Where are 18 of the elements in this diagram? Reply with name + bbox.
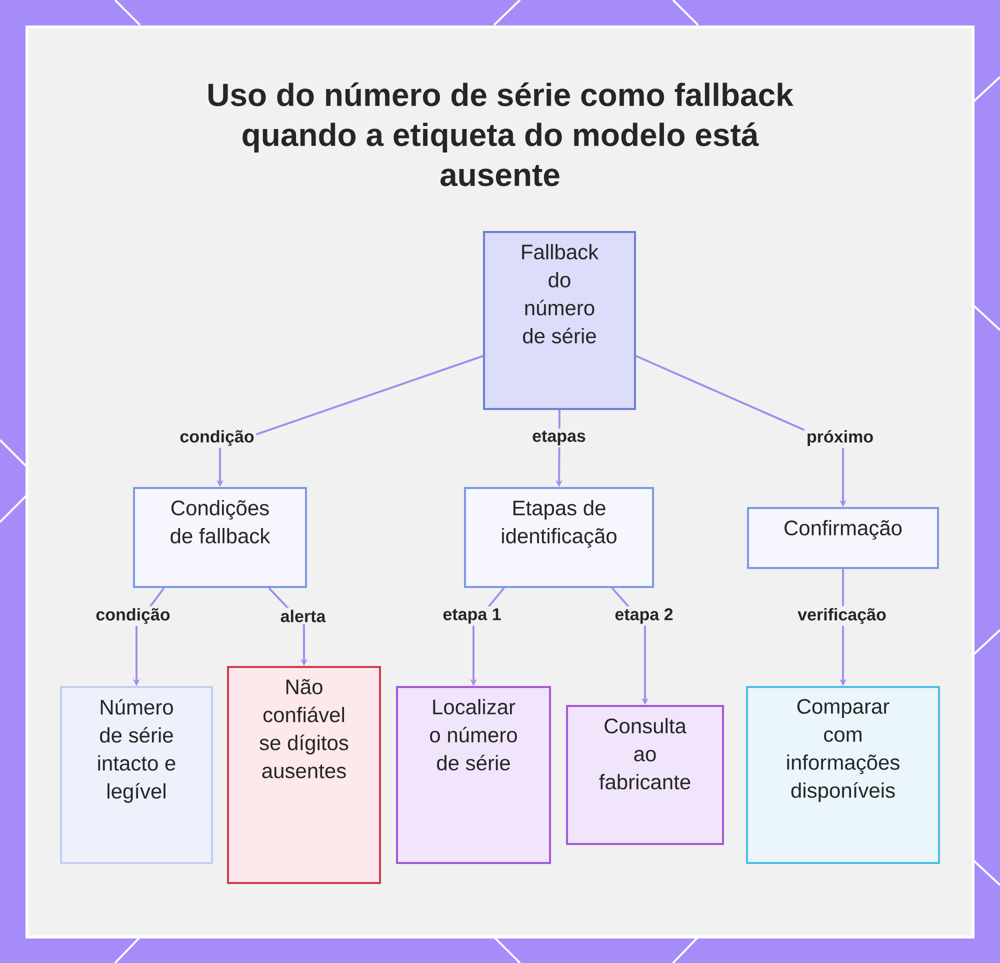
process-box: Etapas de identificação (464, 487, 654, 588)
process-box: Condições de fallback (133, 487, 307, 588)
edge-label: próximo (804, 428, 876, 448)
edge-label: etapa 1 (440, 606, 504, 626)
edge-label: alerta (278, 608, 328, 624)
process-box: Não confiável se dígitos ausentes (227, 666, 381, 884)
process-box: Consulta ao fabricante (566, 705, 724, 845)
edge-label: verificação (796, 606, 888, 626)
process-box: Confirmação (747, 507, 940, 569)
edge-label: condição (94, 606, 172, 626)
process-box: Comparar com informações disponíveis (746, 686, 940, 864)
title: Uso do número de série como fallback quando a etiqueta do modelo está ausente (208, 82, 794, 186)
edge-label: condição (178, 428, 256, 448)
process-box: Fallback do número de série (483, 231, 636, 410)
edge-label: etapas (530, 428, 588, 448)
process-box: Localizar o número de série (396, 686, 551, 864)
edge-label: etapa 2 (612, 606, 676, 626)
process-box: Número de série intacto e legível (60, 686, 213, 864)
